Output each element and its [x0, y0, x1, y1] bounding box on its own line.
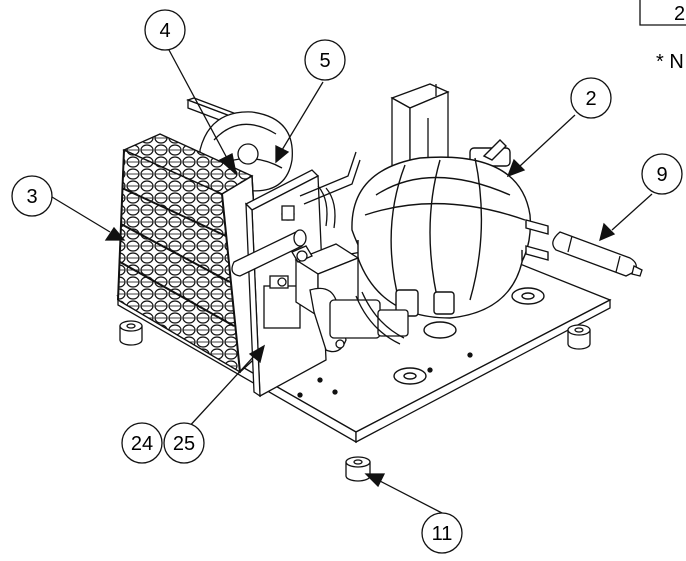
- callout-24-label: 24: [131, 433, 153, 455]
- table-cell-text: 2: [674, 3, 685, 25]
- filter-drier: [552, 231, 643, 277]
- leader-lines: [51, 49, 653, 514]
- foot-front: [345, 456, 371, 482]
- callout-5-label: 5: [319, 50, 330, 72]
- refrigerant-tubing: [299, 151, 405, 345]
- compressor: [351, 139, 549, 385]
- callout-9-label: 9: [656, 164, 667, 186]
- note-fragment-text: * N: [656, 51, 684, 73]
- callout-3-label: 3: [26, 186, 37, 208]
- foot-left: [119, 320, 143, 346]
- callout-24: 24: [121, 422, 163, 464]
- callout-2-label: 2: [585, 88, 596, 110]
- callout-5: 5: [304, 39, 346, 81]
- callout-9: 9: [641, 153, 683, 195]
- callout-11-label: 11: [432, 523, 453, 545]
- table-fragment: 2: [639, 0, 686, 26]
- callout-2: 2: [570, 77, 612, 119]
- callout-25: 25: [163, 422, 205, 464]
- callout-3: 3: [11, 175, 53, 217]
- foot-right: [567, 324, 591, 350]
- callout-4-label: 4: [159, 20, 170, 42]
- callout-11: 11: [421, 512, 463, 554]
- callout-4: 4: [144, 9, 186, 51]
- solenoid-valve: [291, 243, 409, 353]
- mounting-plate: [231, 169, 327, 398]
- callout-25-label: 25: [173, 433, 195, 455]
